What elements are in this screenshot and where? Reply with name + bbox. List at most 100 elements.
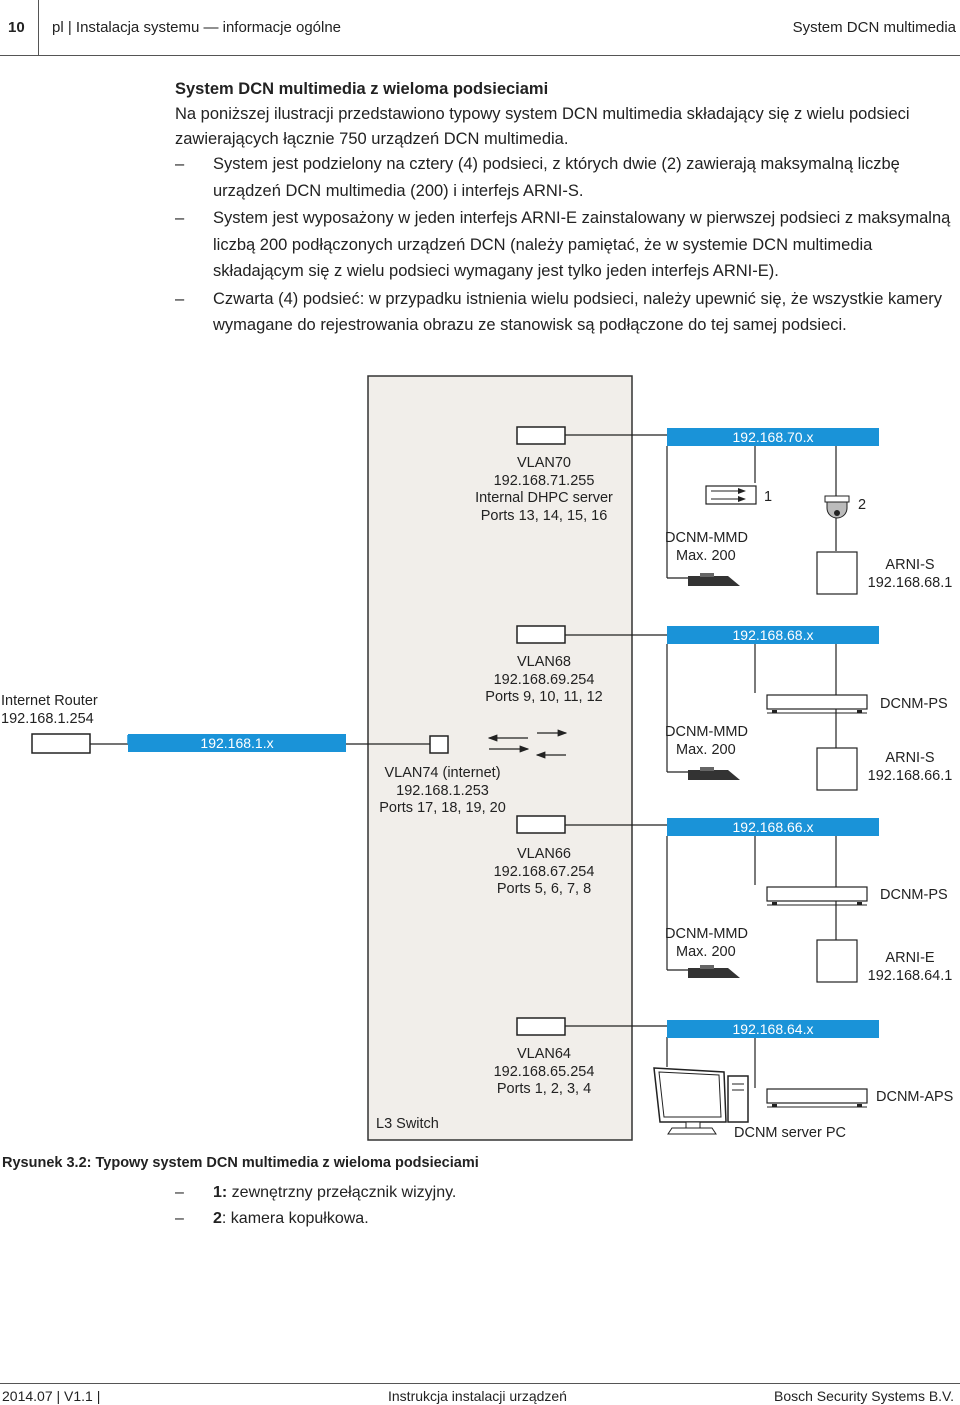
arni-s-68-icon: [816, 551, 858, 595]
figure-legend: –1: zewnętrzny przełącznik wizyjny. –2: …: [175, 1180, 456, 1232]
dcnm-ps-66-icon: [766, 886, 868, 906]
dcnm-mmd-device-icon: [688, 573, 740, 586]
list-item: – System jest podzielony na cztery (4) po…: [175, 151, 960, 204]
dcnm-aps-label: DCNM-APS: [876, 1089, 954, 1105]
dash-marker: –: [175, 1184, 184, 1201]
list-item: – Czwarta (4) podsieć: w przypadku istnie…: [175, 286, 960, 339]
arni-e-64-icon: [816, 939, 858, 983]
device-name: DCNM-MMD: [665, 530, 748, 546]
intro-paragraph: Na poniższej ilustracji przedstawiono ty…: [175, 105, 910, 148]
subnet-66-bar: 192.168.66.x: [667, 818, 879, 836]
network-diagram-graphics: [31, 375, 868, 1141]
dcnm-ps-68-label: DCNM-PS: [880, 696, 948, 712]
vlan-name: VLAN70: [516, 455, 571, 471]
arni-name: ARNI-E: [885, 950, 935, 966]
vlan-note: Internal DHPC server: [475, 490, 613, 506]
legend-text: : kamera kopułkowa.: [221, 1210, 369, 1227]
callout-1: 1: [764, 489, 773, 505]
internet-router-icon: [31, 733, 91, 754]
vlan-name: VLAN64: [516, 1046, 571, 1062]
l3-switch-box: [367, 375, 633, 1141]
vlan-ip: 192.168.71.255: [493, 472, 595, 489]
arni-ip: 192.168.66.1: [867, 767, 953, 784]
dash-marker: –: [175, 209, 185, 227]
vlan-ports: Ports 9, 10, 11, 12: [485, 689, 603, 705]
subnet-68-bar: 192.168.68.x: [667, 626, 879, 644]
dash-marker: –: [175, 155, 185, 173]
device-name: DCNM-MMD: [665, 724, 748, 740]
dcnm-mmd-device-icon: [688, 965, 740, 978]
header-divider: [38, 0, 39, 56]
figure-caption: Rysunek 3.2: Typowy system DCN multimedi…: [2, 1155, 479, 1171]
page-header: 10 pl | Instalacja systemu — informacje …: [0, 0, 960, 56]
vlan-ports: Ports 1, 2, 3, 4: [496, 1081, 592, 1097]
vlan-name: VLAN68: [516, 654, 571, 670]
dcnm-ps-66-label: DCNM-PS: [880, 887, 948, 903]
arni-ip: 192.168.64.1: [867, 967, 953, 984]
list-item: –1: zewnętrzny przełącznik wizyjny.: [175, 1180, 456, 1206]
vlan-name: VLAN66: [516, 846, 571, 862]
bullet-text: System jest wyposażony w jeden interfejs…: [213, 209, 951, 280]
page-number: 10: [8, 19, 25, 36]
header-product: System DCN multimedia: [792, 19, 956, 36]
dcnm-mmd-70-label: DCNM-MMD Max. 200: [665, 530, 748, 565]
footer-company: Bosch Security Systems B.V.: [774, 1388, 954, 1404]
vlan74-label: VLAN74 (internet) 192.168.1.253 Ports 17…: [360, 765, 525, 818]
bullet-text: System jest podzielony na cztery (4) pod…: [213, 155, 900, 200]
vlan-ports: Ports 13, 14, 15, 16: [480, 507, 608, 524]
device-max: Max. 200: [676, 547, 736, 564]
l3-switch-label: L3 Switch: [376, 1116, 439, 1132]
device-max: Max. 200: [676, 943, 736, 960]
router-ip: 192.168.1.254: [1, 710, 94, 727]
vlan66-label: VLAN66 192.168.67.254 Ports 5, 6, 7, 8: [444, 846, 644, 899]
list-item: – System jest wyposażony w jeden interfej…: [175, 205, 960, 285]
vlan64-port-icon: [516, 1017, 566, 1036]
legend-key: 2: [213, 1210, 222, 1227]
footer-date-version: 2014.07 | V1.1 |: [2, 1388, 101, 1404]
header-section: pl | Instalacja systemu — informacje ogó…: [52, 19, 342, 36]
bullet-list: – System jest podzielony na cztery (4) po…: [175, 151, 960, 340]
arni-s-66-label: ARNI-S 192.168.66.1: [862, 750, 958, 785]
bullet-text: Czwarta (4) podsieć: w przypadku istnien…: [213, 289, 943, 335]
dcnm-server-pc-label: DCNM server PC: [734, 1125, 846, 1141]
legend-text: zewnętrzny przełącznik wizyjny.: [227, 1184, 457, 1201]
vlan-ports: Ports 5, 6, 7, 8: [496, 881, 592, 897]
network-diagram: 192.168.70.x 192.168.68.x 192.168.66.x 1…: [0, 370, 960, 1160]
vlan-ports: Ports 17, 18, 19, 20: [379, 800, 506, 816]
section-title: System DCN multimedia z wieloma podsieci…: [175, 80, 549, 98]
vlan64-label: VLAN64 192.168.65.254 Ports 1, 2, 3, 4: [444, 1046, 644, 1099]
vlan-name: VLAN74 (internet): [384, 765, 501, 781]
arni-s-66-icon: [816, 747, 858, 791]
vlan68-port-icon: [516, 625, 566, 644]
dome-camera-icon: [824, 495, 850, 519]
router-label: Internet Router 192.168.1.254: [1, 693, 98, 728]
vlan-ip: 192.168.1.253: [396, 782, 489, 799]
list-item: –2: kamera kopułkowa.: [175, 1206, 456, 1232]
vlan74-port-icon: [429, 735, 449, 754]
vlan70-port-icon: [516, 426, 566, 445]
callout-2: 2: [858, 497, 867, 513]
arni-name: ARNI-S: [885, 557, 935, 573]
vlan66-port-icon: [516, 815, 566, 834]
arni-name: ARNI-S: [885, 750, 935, 766]
dcnm-ps-68-icon: [766, 694, 868, 714]
vlan68-label: VLAN68 192.168.69.254 Ports 9, 10, 11, 1…: [444, 654, 644, 707]
dcnm-aps-icon: [766, 1088, 868, 1108]
subnet-64-bar: 192.168.64.x: [667, 1020, 879, 1038]
router-name: Internet Router: [1, 693, 98, 709]
footer-document: Instrukcja instalacji urządzeń: [388, 1388, 567, 1404]
subnet-70-bar: 192.168.70.x: [667, 428, 879, 446]
dash-marker: –: [175, 289, 185, 308]
routing-arrows-icon: [487, 729, 568, 759]
vlan-ip: 192.168.65.254: [493, 1063, 595, 1080]
vlan-ip: 192.168.67.254: [493, 863, 595, 880]
dcnm-mmd-device-icon: [688, 767, 740, 780]
arni-ip: 192.168.68.1: [867, 574, 953, 591]
device-max: Max. 200: [676, 741, 736, 758]
arni-e-64-label: ARNI-E 192.168.64.1: [862, 950, 958, 985]
server-pc-icon: [653, 1067, 749, 1135]
vlan-ip: 192.168.69.254: [493, 671, 595, 688]
page-footer: 2014.07 | V1.1 | Instrukcja instalacji u…: [0, 1383, 960, 1405]
dcnm-mmd-66-label: DCNM-MMD Max. 200: [665, 926, 748, 961]
uplink-subnet-bar: 192.168.1.x: [128, 734, 346, 752]
